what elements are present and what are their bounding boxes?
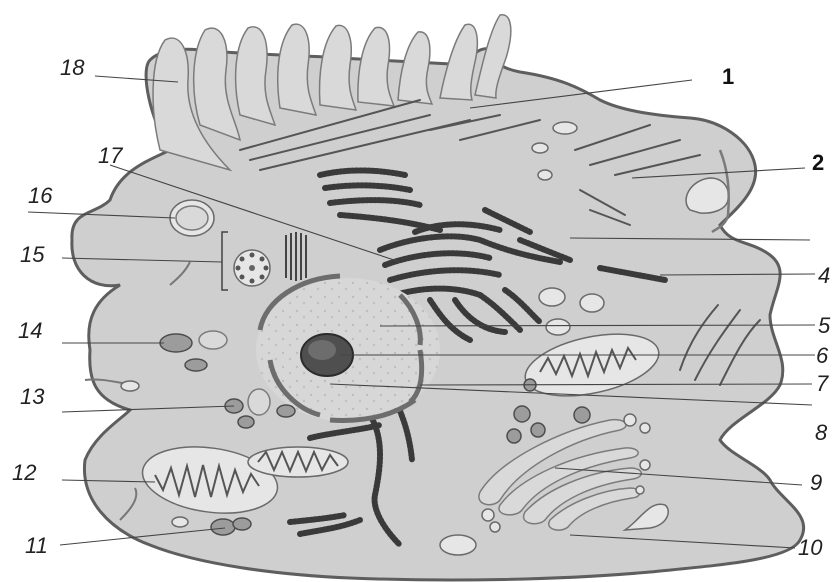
label-12: 12 [12, 460, 36, 485]
label-5: 5 [818, 313, 831, 338]
label-14: 14 [18, 318, 42, 343]
label-13: 13 [20, 384, 45, 409]
label-7: 7 [816, 371, 829, 396]
large-vesicle [170, 200, 214, 236]
label-1: 1 [722, 64, 734, 89]
label-16: 16 [28, 183, 53, 208]
label-10: 10 [798, 535, 823, 560]
label-6: 6 [816, 343, 829, 368]
label-17: 17 [98, 143, 123, 168]
label-2: 2 [812, 150, 824, 175]
label-8: 8 [815, 420, 828, 445]
mitochondrion-middle [248, 447, 348, 477]
label-18: 18 [60, 55, 85, 80]
label-15: 15 [20, 242, 45, 267]
label-11: 11 [25, 533, 48, 558]
label-9: 9 [810, 470, 822, 495]
label-4: 4 [818, 263, 830, 288]
